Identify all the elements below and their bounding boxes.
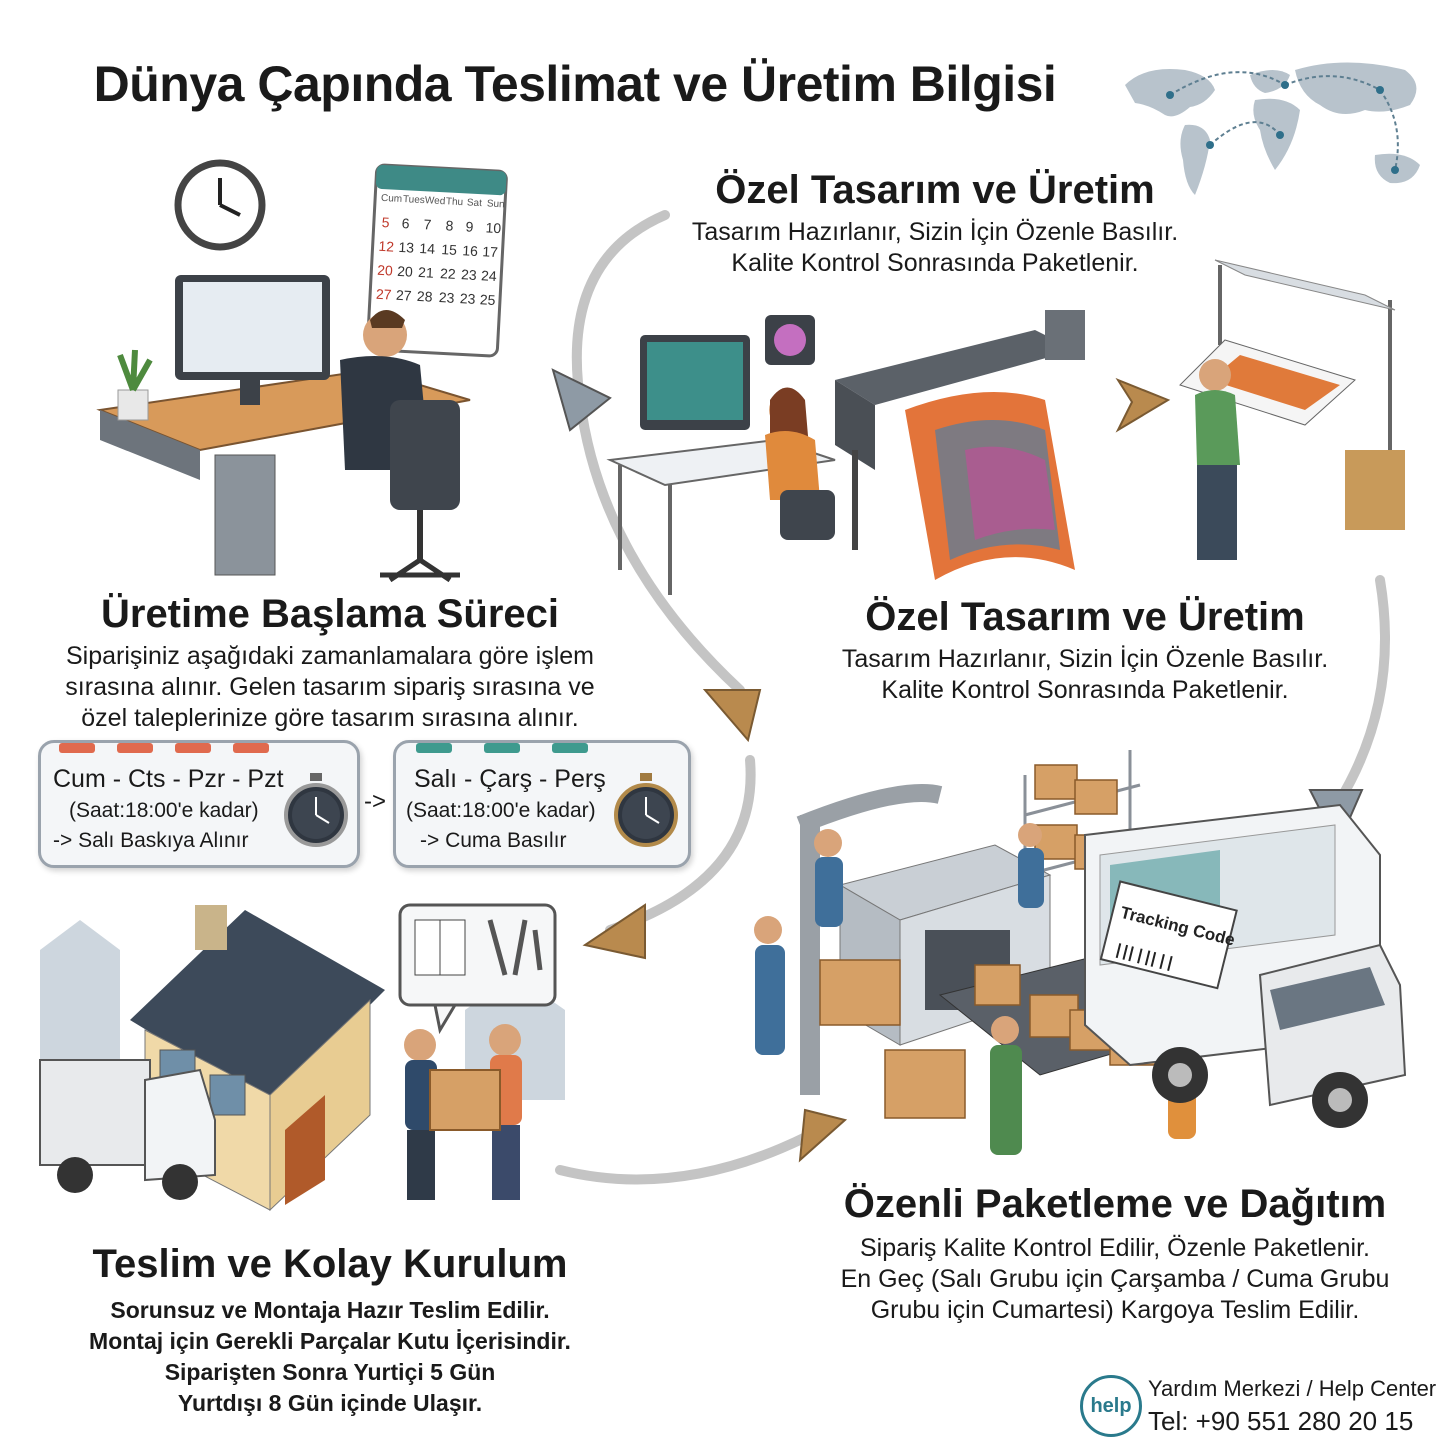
delivery-section: Teslim ve Kolay Kurulum Sorunsuz ve Mont… xyxy=(15,1242,645,1419)
calendar-cell: 9 xyxy=(465,218,474,234)
calendar-cell: 20 xyxy=(377,262,394,279)
calendar-cell: 5 xyxy=(381,214,390,230)
calendar-cell: 24 xyxy=(481,267,498,284)
schedule-result: -> Cuma Basılır xyxy=(420,829,567,852)
section-line: Kalite Kontrol Sonrasında Paketlenir. xyxy=(881,676,1289,704)
calendar-cell: 23 xyxy=(438,289,455,306)
calendar-cell: 13 xyxy=(398,239,415,256)
wall-clock-icon xyxy=(174,159,266,251)
house-delivery-illustration xyxy=(39,903,565,1212)
calendar-icon xyxy=(366,163,508,358)
calendar-cell: 22 xyxy=(440,265,457,282)
stopwatch-icon xyxy=(614,773,678,847)
section-title: Özel Tasarım ve Üretim xyxy=(865,595,1305,639)
section-title: Üretime Başlama Süreci xyxy=(100,592,559,636)
calendar-header: Thu xyxy=(446,196,464,208)
section-line: Sipariş Kalite Kontrol Edilir, Özenle Pa… xyxy=(860,1234,1370,1262)
section-line: Sorunsuz ve Montaja Hazır Teslim Edilir. xyxy=(110,1297,550,1323)
calendar-header: Sat xyxy=(467,197,483,209)
schedule-group-2: Salı - Çarş - Perş (Saat:18:00'e kadar) … xyxy=(393,740,691,868)
schedule-cutoff: (Saat:18:00'e kadar) xyxy=(69,799,259,822)
section-line: özel taleplerinize göre tasarım sırasına… xyxy=(81,704,579,732)
schedule-result: -> Salı Baskıya Alınır xyxy=(53,829,249,852)
section-line: Montaj için Gerekli Parçalar Kutu İçeris… xyxy=(89,1328,571,1354)
section-title: Özel Tasarım ve Üretim xyxy=(715,168,1155,212)
calendar-tabs-icon xyxy=(59,743,269,753)
calendar-cell: 20 xyxy=(397,263,414,280)
calendar-cell: 27 xyxy=(396,287,413,304)
section-title: Teslim ve Kolay Kurulum xyxy=(92,1242,568,1286)
calendar-cell: 12 xyxy=(378,238,395,255)
help-badge-label: help xyxy=(1090,1394,1132,1417)
calendar-tabs-icon xyxy=(416,743,588,753)
section-line: Yurtdışı 8 Gün içinde Ulaşır. xyxy=(177,1390,483,1416)
calendar-cell: 28 xyxy=(417,288,434,305)
schedule-cutoff: (Saat:18:00'e kadar) xyxy=(406,799,596,822)
section-line: Kalite Kontrol Sonrasında Paketlenir. xyxy=(731,249,1139,277)
help-center-label[interactable]: Yardım Merkezi / Help Center xyxy=(1148,1376,1437,1401)
calendar-cell: 15 xyxy=(441,241,458,258)
custom-design-mid-section: Özel Tasarım ve Üretim Tasarım Hazırlanı… xyxy=(785,595,1385,706)
help-phone[interactable]: Tel: +90 551 280 20 15 xyxy=(1148,1406,1414,1436)
office-illustration xyxy=(96,159,508,583)
help-icon[interactable]: help xyxy=(1080,1375,1142,1437)
calendar-cell: 23 xyxy=(461,266,478,283)
calendar-cell: 21 xyxy=(418,264,435,281)
calendar-header: Cum xyxy=(381,193,403,205)
calendar-cell: 6 xyxy=(401,215,410,231)
design-print-illustration xyxy=(606,259,1405,595)
calendar-cell: 8 xyxy=(445,217,454,233)
calendar-cell: 23 xyxy=(459,290,476,307)
section-line: Siparişiniz aşağıdaki zamanlamalara göre… xyxy=(65,642,594,670)
stopwatch-icon xyxy=(284,773,348,847)
section-line: sırasına alınır. Gelen tasarım sipariş s… xyxy=(65,673,595,701)
section-title: Özenli Paketleme ve Dağıtım xyxy=(843,1182,1387,1226)
section-line: Tasarım Hazırlanır, Sizin İçin Özenle Ba… xyxy=(691,218,1179,246)
calendar-header: Sun xyxy=(487,198,505,210)
page-title: Dünya Çapında Teslimat ve Üretim Bilgisi xyxy=(93,56,1057,112)
calendar-cell: 27 xyxy=(376,286,393,303)
calendar-cell: 17 xyxy=(482,243,499,260)
calendar-cell: 14 xyxy=(419,240,436,257)
calendar-grid: Cum Tues Wed Thu Sat Sun 5 6 7 8 9 10 12… xyxy=(376,193,505,308)
production-start-section: Üretime Başlama Süreci Siparişiniz aşağı… xyxy=(20,592,640,734)
schedule-days: Salı - Çarş - Perş xyxy=(414,765,606,793)
manual-tools-icon xyxy=(398,903,557,1035)
calendar-cell: 16 xyxy=(462,242,479,259)
calendar-cell: 25 xyxy=(479,291,496,308)
packaging-section: Özenli Paketleme ve Dağıtım Sipariş Kali… xyxy=(790,1182,1440,1326)
calendar-cell: 7 xyxy=(423,216,432,232)
schedule-group-1: Cum - Cts - Pzr - Pzt (Saat:18:00'e kada… xyxy=(38,740,360,868)
section-line: Grubu için Cumartesi) Kargoya Teslim Edi… xyxy=(870,1296,1360,1324)
custom-design-top-section: Özel Tasarım ve Üretim Tasarım Hazırlanı… xyxy=(640,168,1230,279)
section-line: Tasarım Hazırlanır, Sizin İçin Özenle Ba… xyxy=(841,645,1329,673)
calendar-cell: 10 xyxy=(485,219,502,236)
section-line: Siparişten Sonra Yurtiçi 5 Gün xyxy=(164,1359,496,1385)
calendar-header: Tues xyxy=(403,194,425,206)
warehouse-illustration: Tracking Code xyxy=(754,750,1407,1155)
schedule-arrow: -> xyxy=(364,788,387,815)
calendar-header: Wed xyxy=(425,195,446,207)
world-map-icon xyxy=(1125,62,1420,195)
schedule-days: Cum - Cts - Pzr - Pzt xyxy=(53,765,284,793)
section-line: En Geç (Salı Grubu için Çarşamba / Cuma … xyxy=(840,1265,1390,1293)
